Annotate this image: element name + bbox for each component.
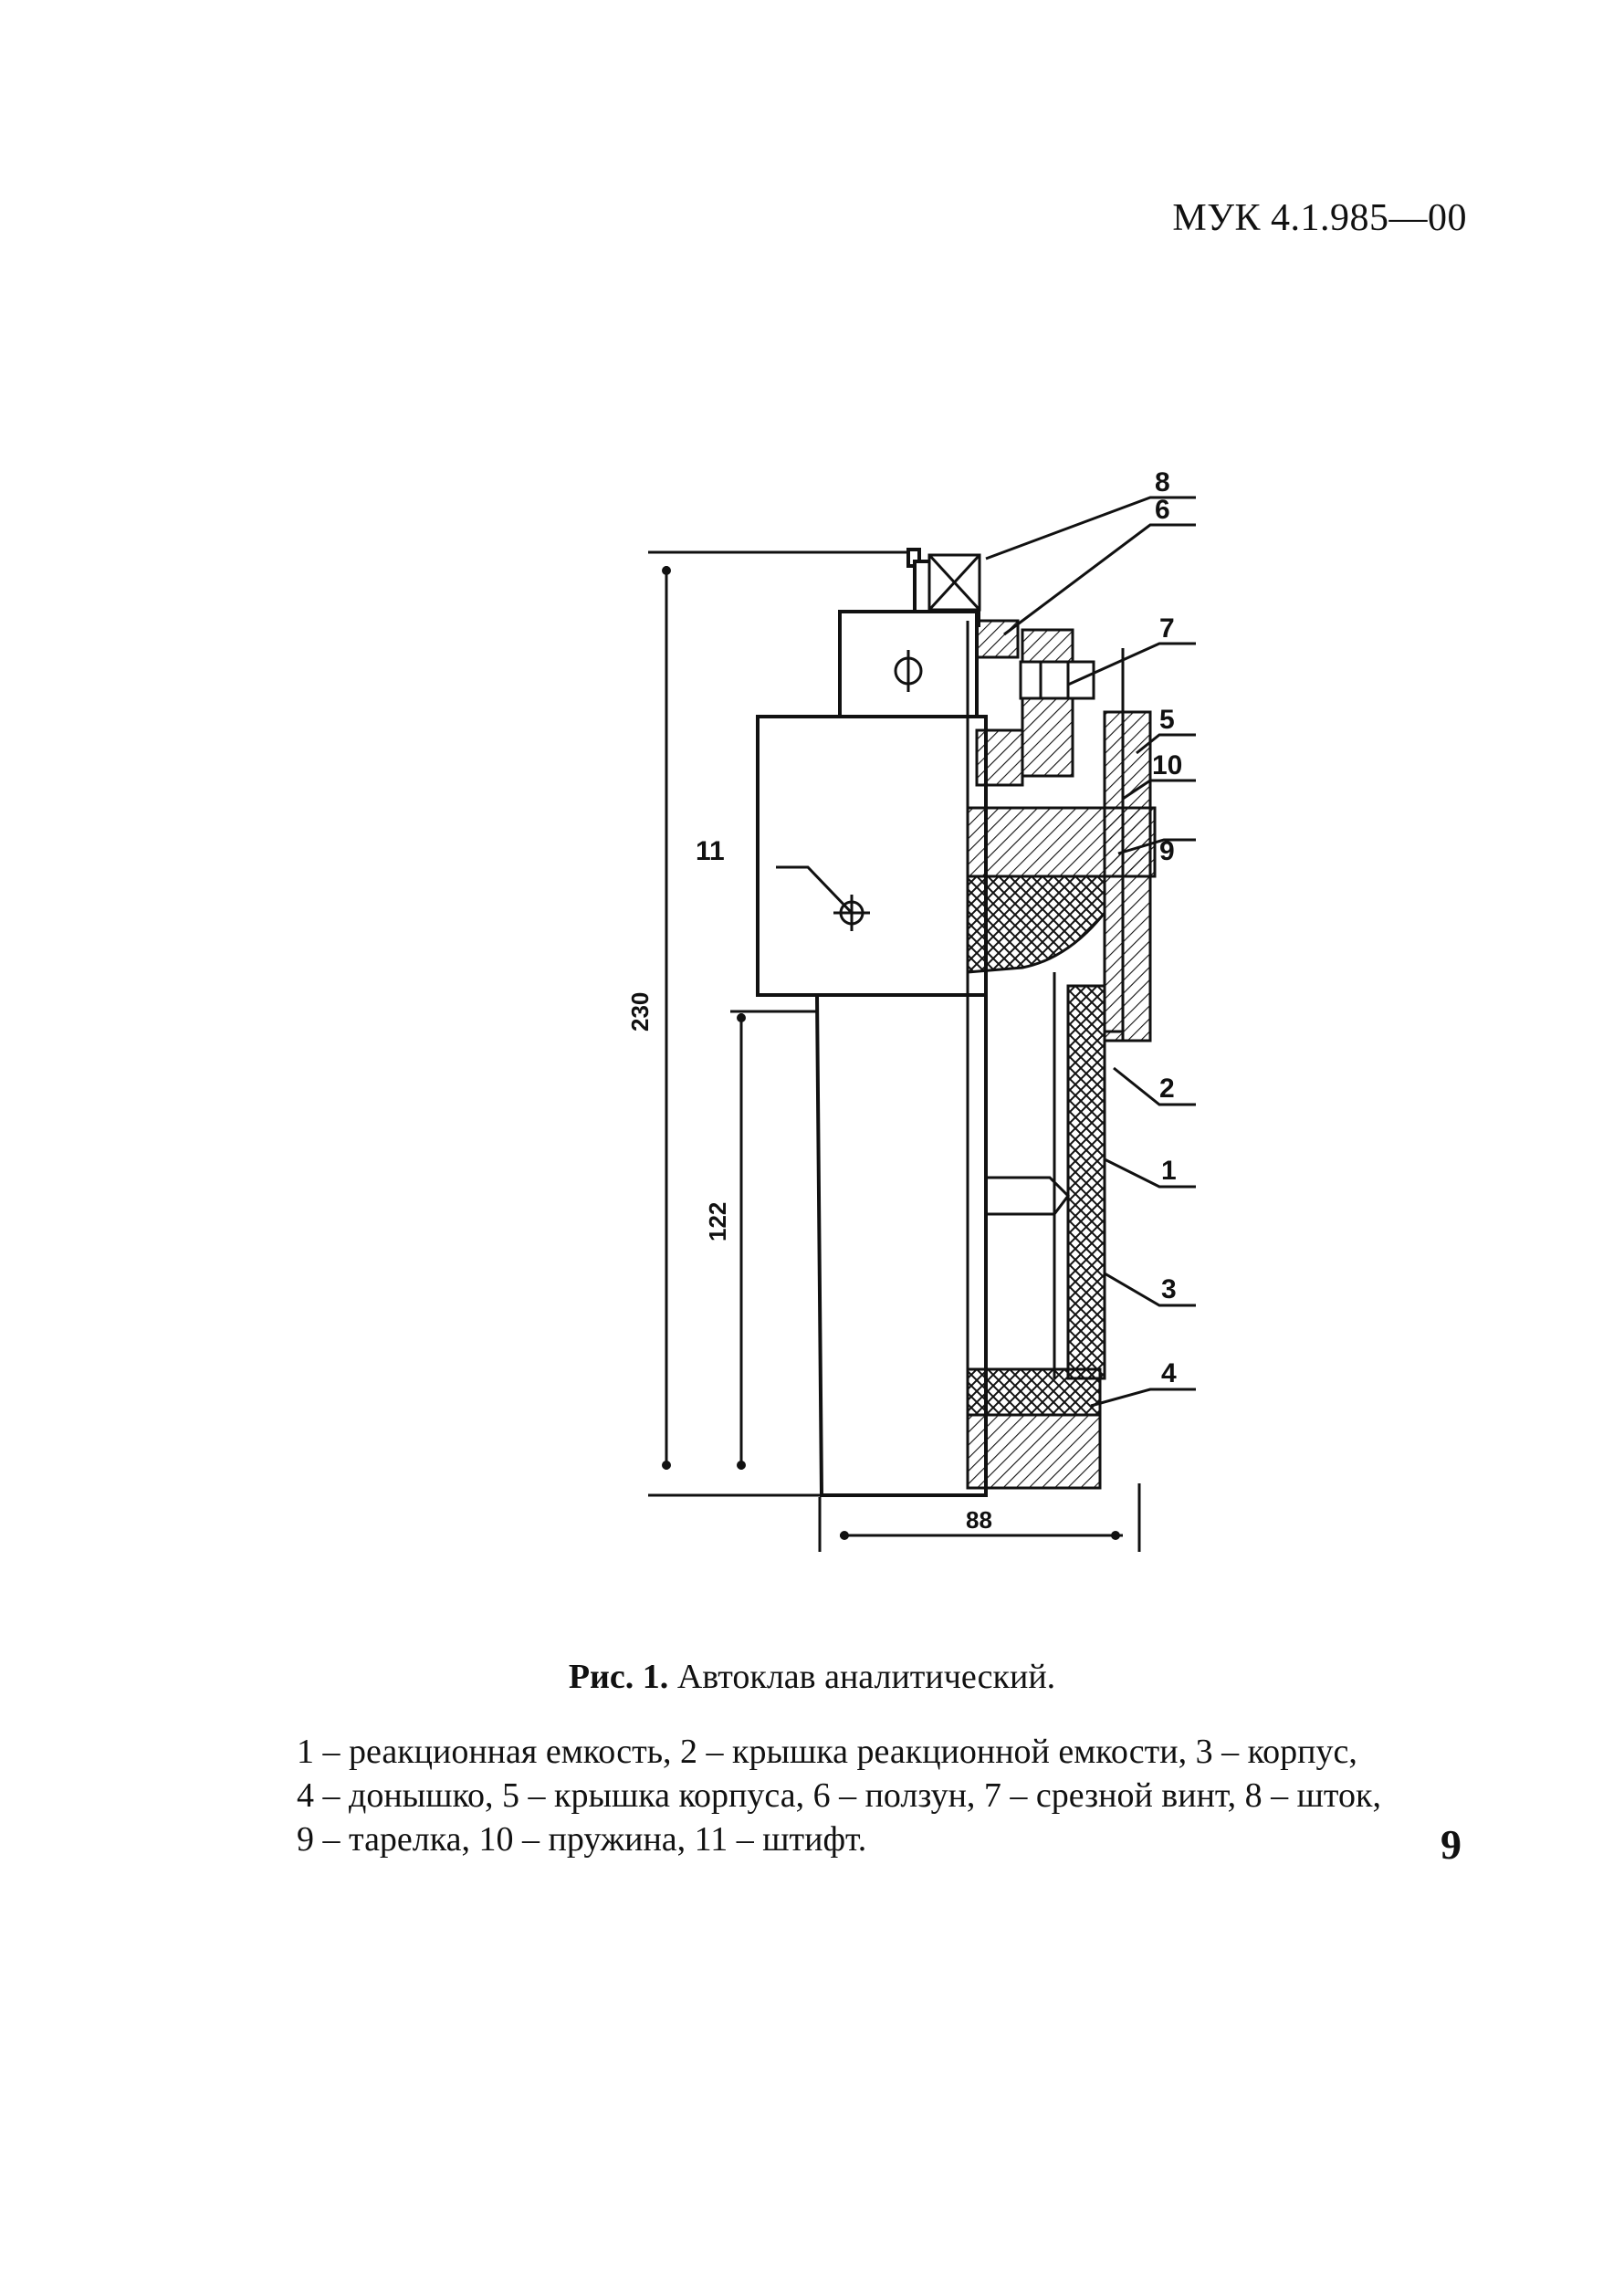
figure-title: Автоклав аналитический.	[676, 1658, 1056, 1696]
dimension-88: 88	[966, 1506, 992, 1534]
callout-7: 7	[1159, 613, 1175, 644]
legend-line: 9 – тарелка, 10 – пружина, 11 – штифт.	[297, 1820, 867, 1859]
legend-line: 1 – реакционная емкость, 2 – крышка реак…	[297, 1733, 1357, 1771]
technical-drawing-svg: 8 6 7 5 10 9 11 2 1 3 4 230 122 88	[626, 467, 1196, 1552]
figure-legend: 1 – реакционная емкость, 2 – крышка реак…	[297, 1730, 1429, 1861]
shear-screw	[1019, 660, 1095, 700]
callout-4: 4	[1161, 1358, 1177, 1388]
callout-2: 2	[1159, 1074, 1175, 1104]
crosshatched-vessel	[966, 875, 1106, 1417]
callout-8: 8	[1155, 467, 1170, 498]
leader-lines	[776, 496, 1196, 1408]
dimension-230: 230	[626, 992, 654, 1032]
document-code: МУК 4.1.985—00	[1172, 197, 1467, 239]
autoclave-drawing: 8 6 7 5 10 9 11 2 1 3 4 230 122 88	[593, 438, 1287, 1579]
dimension-ticks	[662, 566, 1120, 1540]
stem	[927, 553, 981, 612]
callout-6: 6	[1155, 495, 1170, 525]
page-number: 9	[1441, 1821, 1462, 1868]
legend-line: 4 – донышко, 5 – крышка корпуса, 6 – пол…	[297, 1776, 1381, 1815]
dimension-lines	[648, 550, 1141, 1552]
callout-10: 10	[1152, 750, 1182, 780]
callout-11: 11	[696, 836, 725, 866]
inner-outlines	[966, 621, 1125, 1488]
callout-1: 1	[1161, 1156, 1177, 1186]
callout-5: 5	[1159, 705, 1175, 735]
dimension-122: 122	[704, 1202, 731, 1241]
hatched-parts	[966, 619, 1157, 1490]
callout-9: 9	[1159, 836, 1175, 866]
figure-label: Рис. 1.	[568, 1658, 669, 1696]
figure-caption: Рис. 1. Автоклав аналитический.	[0, 1657, 1624, 1697]
housing-outline	[756, 548, 988, 1497]
callout-3: 3	[1161, 1274, 1177, 1304]
